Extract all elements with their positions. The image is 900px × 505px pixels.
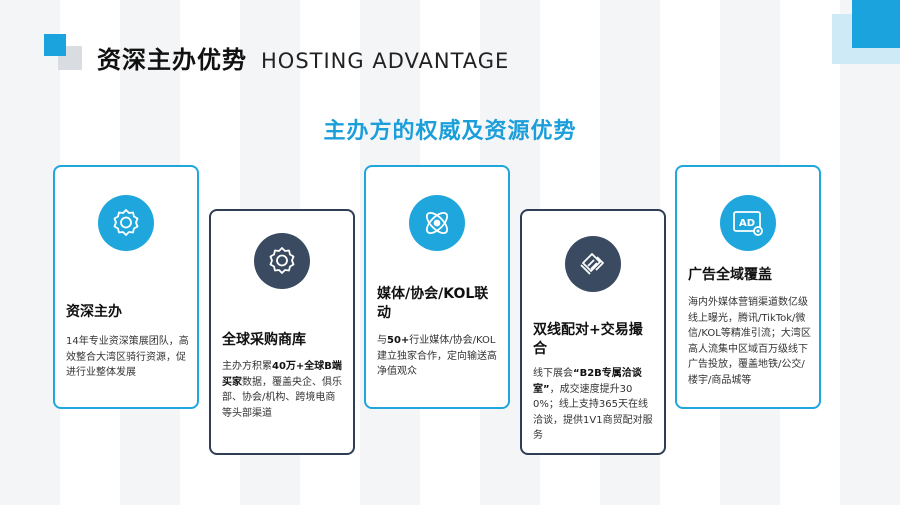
- card-description: 与50+行业媒体/协会/KOL建立独家合作，定向输送高净值观众: [377, 335, 497, 377]
- card-title: 全球采购商库: [222, 332, 306, 348]
- advantage-card-matching: 双线配对+交易撮合 线下展会“B2B专属洽谈室”，成交速度提升300%；线上支持…: [520, 209, 666, 455]
- page-title: 资深主办优势 HOSTING ADVANTAGE: [97, 40, 509, 75]
- advantage-card-hosting: 资深主办 14年专业资深策展团队，高效整合大湾区骑行资源，促进行业整体发展: [53, 165, 199, 409]
- decor-corner-blue: [852, 0, 900, 48]
- card-description: 主办方积累40万+全球B端买家数据，覆盖央企、俱乐部、协会/机构、跨境电商等头部…: [222, 361, 342, 419]
- award-badge-icon: [254, 233, 310, 289]
- section-subtitle: 主办方的权威及资源优势: [323, 119, 577, 144]
- orbit-media-icon: [409, 195, 465, 251]
- handshake-icon: [565, 236, 621, 292]
- page-title-en: HOSTING ADVANTAGE: [261, 49, 510, 73]
- card-title: 广告全域覆盖: [688, 267, 772, 283]
- ad-icon: AD: [720, 195, 776, 251]
- page-title-cn: 资深主办优势: [97, 46, 247, 74]
- advantage-card-advertising: AD 广告全域覆盖 海内外媒体营销渠道数亿级线上曝光，腾讯/TikTok/微信/…: [675, 165, 821, 409]
- advantage-card-buyers: 全球采购商库 主办方积累40万+全球B端买家数据，覆盖央企、俱乐部、协会/机构、…: [209, 209, 355, 455]
- card-description: 14年专业资深策展团队，高效整合大湾区骑行资源，促进行业整体发展: [66, 336, 189, 378]
- decor-square-blue: [44, 34, 66, 56]
- svg-text:AD: AD: [739, 218, 755, 229]
- card-description: 线下展会“B2B专属洽谈室”，成交速度提升300%；线上支持365天在线洽谈，提…: [533, 368, 653, 441]
- card-description: 海内外媒体营销渠道数亿级线上曝光，腾讯/TikTok/微信/KOL等精准引流；大…: [688, 297, 811, 386]
- advantage-card-media: 媒体/协会/KOL联动 与50+行业媒体/协会/KOL建立独家合作，定向输送高净…: [364, 165, 510, 409]
- card-title: 双线配对+交易撮合: [533, 322, 643, 357]
- card-title: 资深主办: [66, 304, 122, 320]
- award-badge-icon: [98, 195, 154, 251]
- card-title: 媒体/协会/KOL联动: [377, 286, 489, 321]
